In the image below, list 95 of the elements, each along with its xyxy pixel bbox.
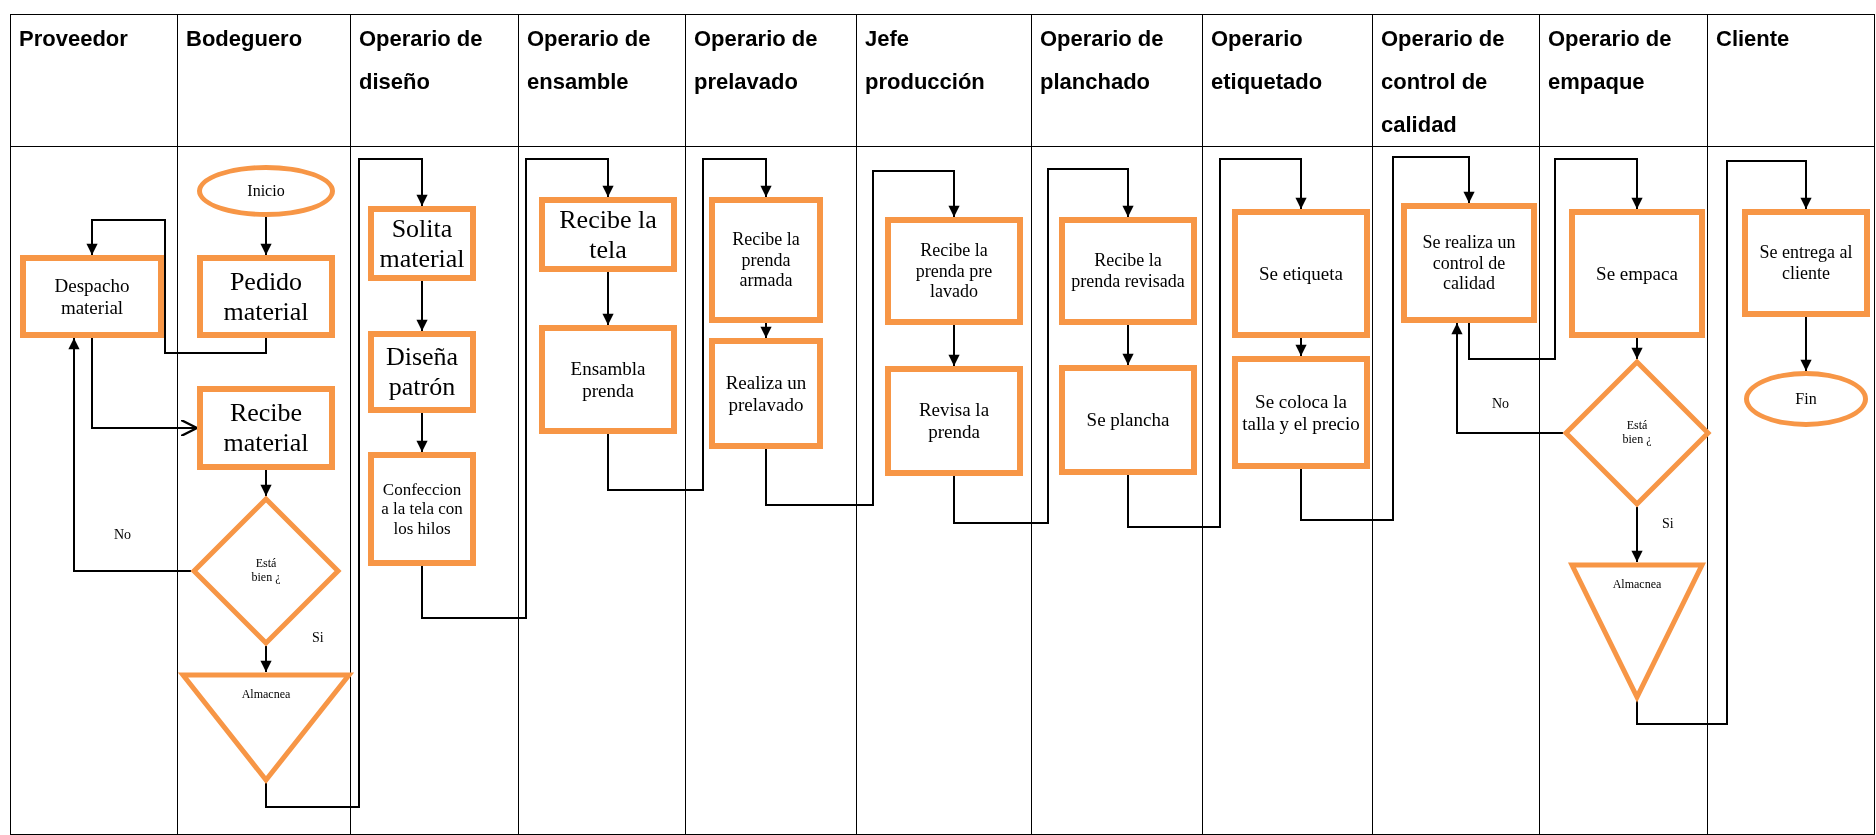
lane-header: Proveedor [11,15,177,147]
process-box [1401,203,1537,323]
lane-header: Cliente [1708,15,1874,147]
process-box [368,206,476,281]
arrow [948,324,960,367]
arrow [765,170,960,506]
process-box [368,331,476,413]
arrow [416,280,428,332]
lane-header: Bodeguero [178,15,350,147]
node-text: Se etiqueta [1258,262,1344,285]
storage-triangle [1569,562,1705,700]
storage-triangle [180,672,352,783]
node-text: Diseña patrón [384,342,460,402]
process-box [1059,365,1197,475]
process-box [1232,209,1370,338]
arrow [602,271,614,326]
arrow [1122,324,1134,366]
swimlane [1202,14,1373,835]
process-box [1059,217,1197,325]
node-text: Se coloca la talla y el precio [1241,390,1361,435]
process-box [885,366,1023,476]
arrow [260,216,272,256]
arrow [86,219,267,354]
node-text: Se empaca [1595,262,1679,285]
process-box [1232,356,1370,469]
node-text: Se realiza un control de calidad [1421,231,1517,295]
swimlane [856,14,1032,835]
arrow [421,158,614,619]
node-text: Recibe la prenda revisada [1070,250,1186,292]
process-box [885,217,1023,325]
arrow [1631,337,1643,360]
arrow [1127,158,1307,528]
arrow [1636,160,1812,725]
node-text: Recibe la prenda armada [731,228,801,292]
lane-header: Operario de ensamble [519,15,685,147]
arrow [265,158,428,808]
process-box [20,255,164,338]
node-text: Confeccion a la tela con los hilos [380,479,464,539]
node-text: Está bien ¿ [250,557,282,585]
arrow [1300,156,1475,521]
swimlane [177,14,351,835]
swimlane [685,14,857,835]
arrow [760,322,772,339]
node-text: Pedido material [222,266,310,327]
node-text: Inicio [246,181,286,201]
swimlane [518,14,686,835]
swimlane [1372,14,1540,835]
node-text: Almacnea [240,688,292,702]
lane-header: Operario de empaque [1540,15,1707,147]
arrow [91,337,199,438]
swimlane [1707,14,1875,835]
arrow [1631,506,1643,563]
arrow [1800,316,1812,372]
node-text: Revisa la prenda [917,399,991,443]
process-box [1569,209,1705,338]
swimlane [350,14,519,835]
arrow [1451,322,1564,434]
node-text: Está bien ¿ [1621,419,1653,447]
decision-diamond [1563,359,1711,507]
process-box [539,197,677,272]
lane-header: Operario etiquetado [1203,15,1372,147]
node-text: Recibe material [222,398,310,458]
lane-header: Operario de diseño [351,15,518,147]
process-box [368,452,476,566]
arrow [1295,337,1307,357]
node-text: Se entrega al cliente [1758,242,1854,284]
arrow [1468,158,1643,360]
arrow [416,412,428,453]
lane-header: Operario de control de calidad [1373,15,1539,147]
node-text: Despacho material [53,274,131,319]
node-text: Recibe la prenda pre lavado [914,239,994,303]
arrow [607,158,772,491]
node-text: Solita material [378,213,466,274]
node-text: Fin [1794,389,1818,409]
lane-header: Operario de prelavado [686,15,856,147]
process-box [539,325,677,434]
process-box [1742,209,1870,317]
arrow [260,645,272,673]
node-text: Realiza un prelavado [724,371,808,416]
arrow [953,168,1134,524]
lane-header: Jefe producción [857,15,1031,147]
arrow [260,469,272,497]
node-text: Se plancha [1085,409,1171,431]
swimlane [1031,14,1203,835]
decision-diamond [191,496,341,646]
swimlane [10,14,178,835]
process-box [197,386,335,470]
process-box [709,338,823,449]
lane-header: Operario de planchado [1032,15,1202,147]
process-box [197,255,335,338]
node-text: Recibe la tela [558,204,658,265]
node-text: Almacnea [1611,578,1663,592]
process-box [709,197,823,323]
node-text: Ensambla prenda [569,357,647,402]
arrow [68,337,192,572]
